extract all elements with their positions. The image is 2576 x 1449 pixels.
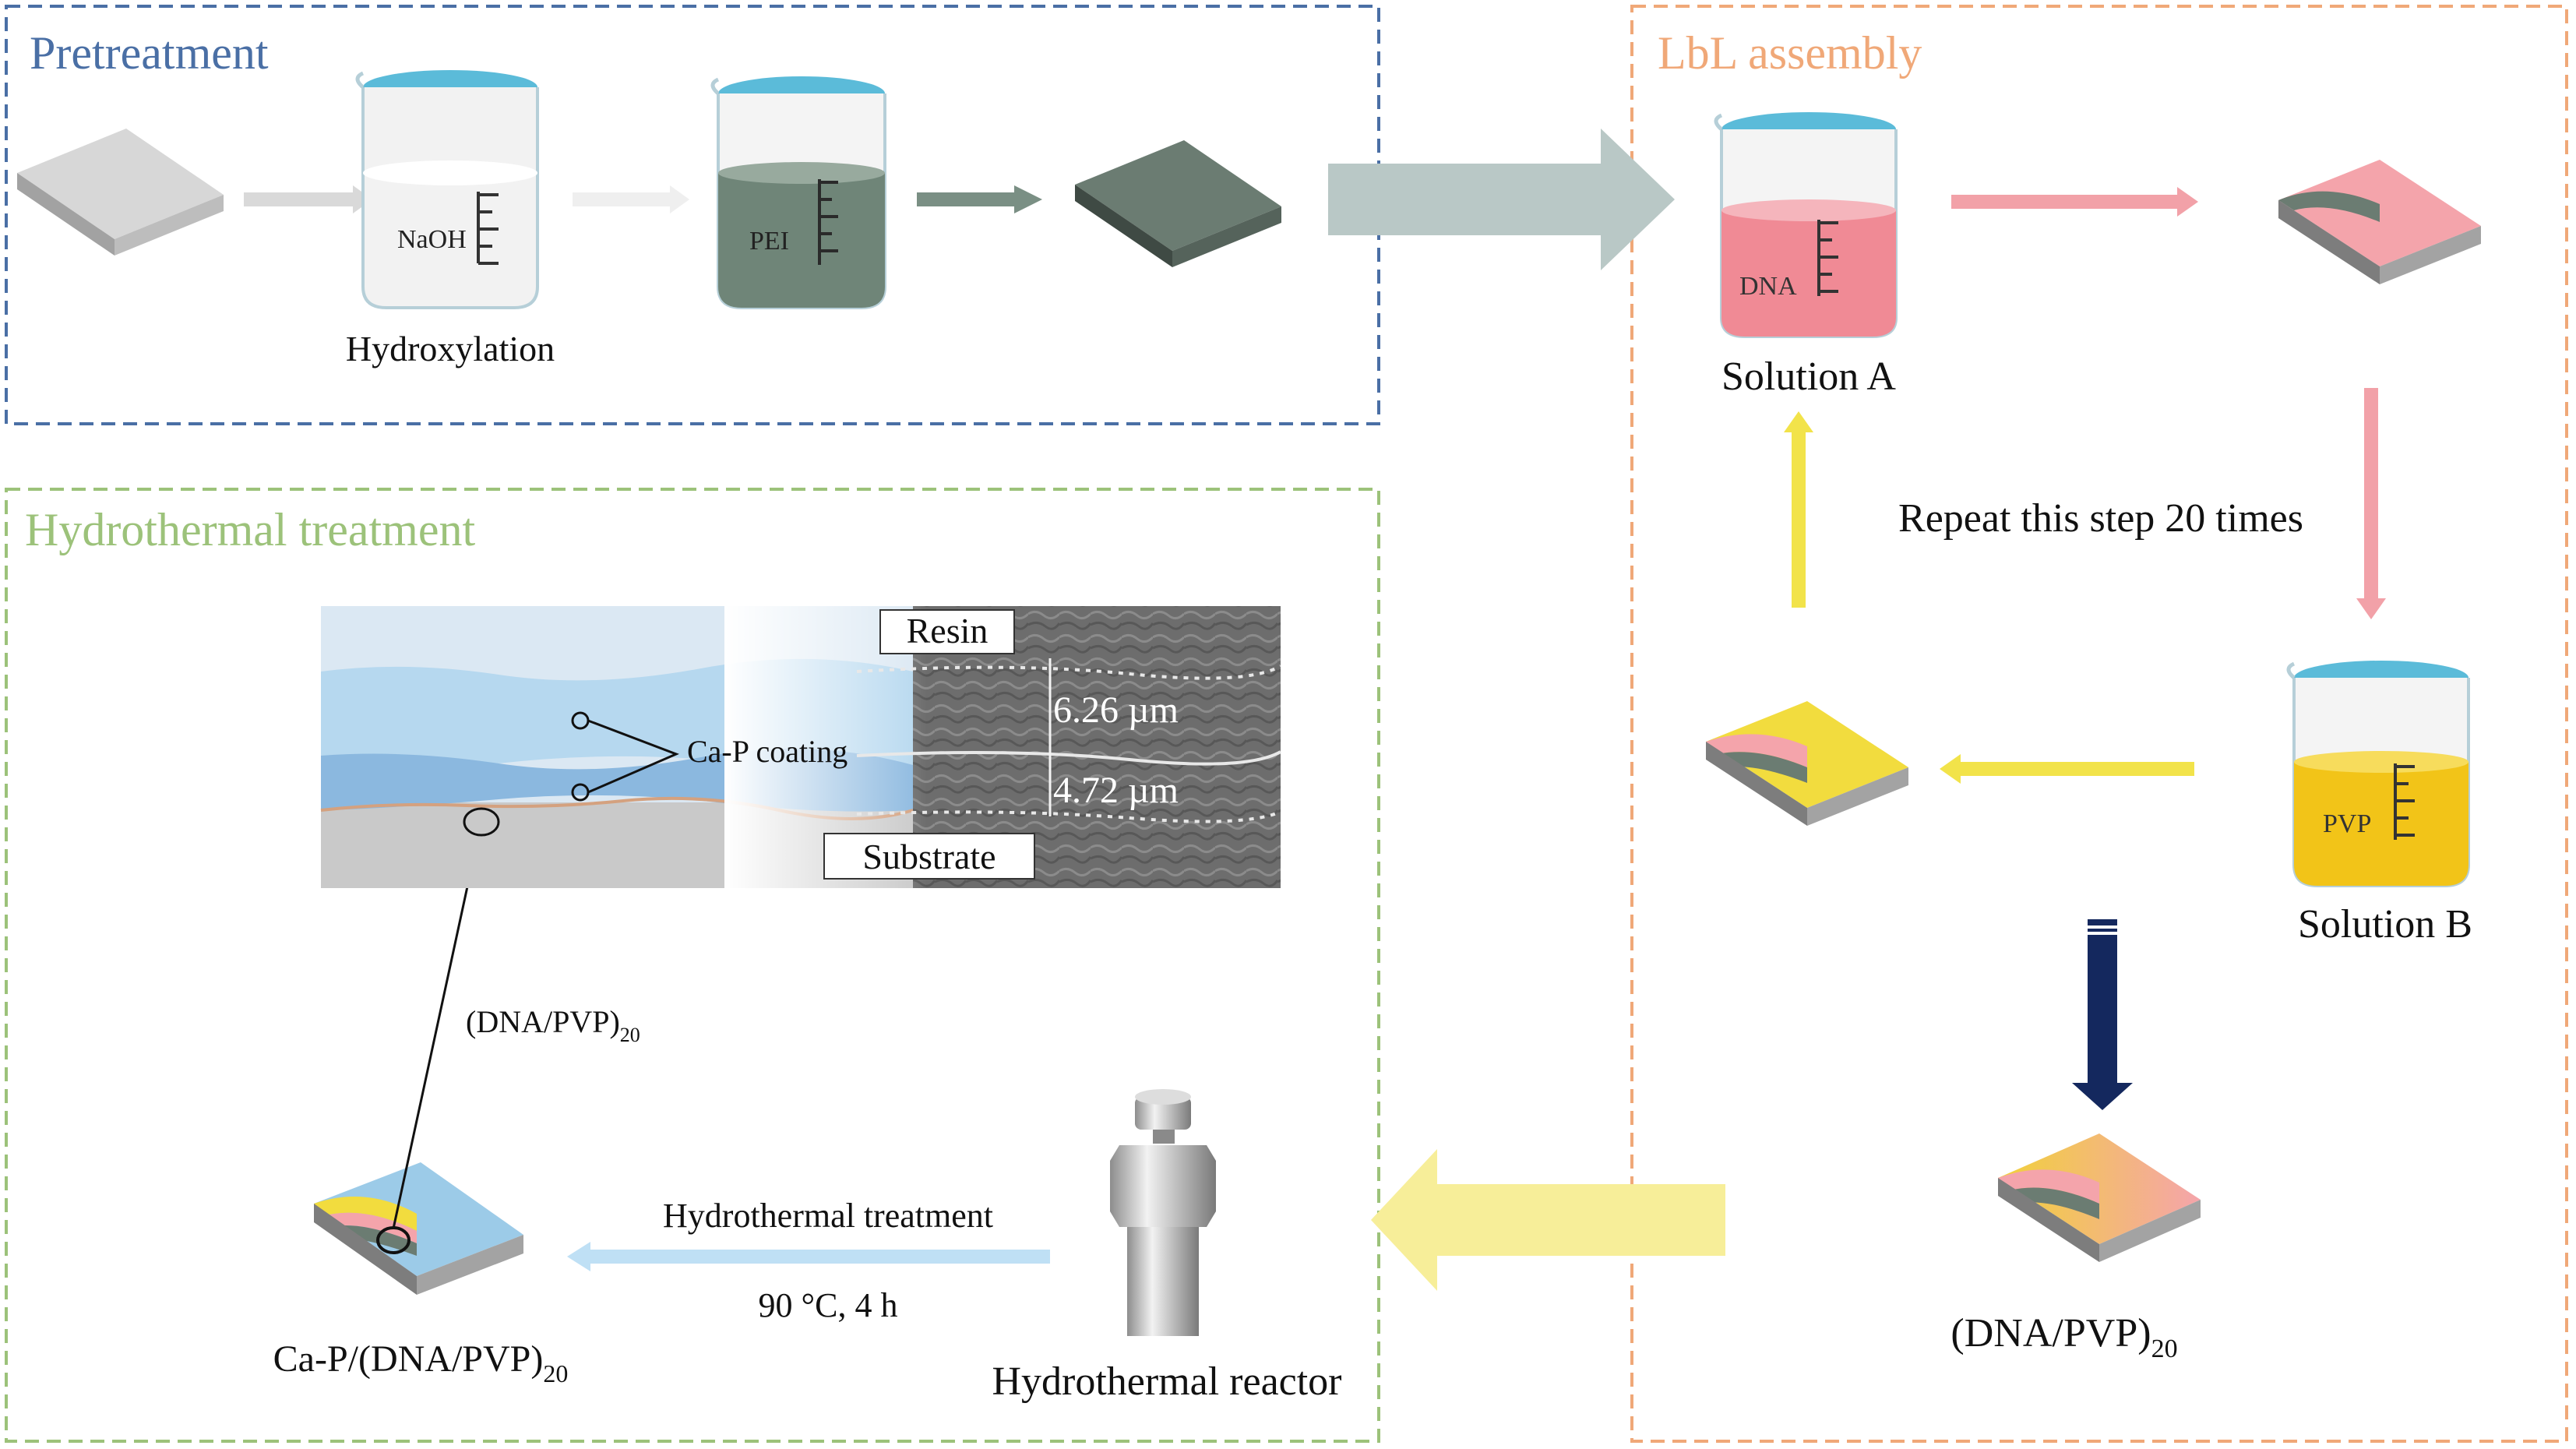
- treatment-label: Hydrothermal treatment: [663, 1197, 993, 1235]
- dna-label: DNA: [1739, 272, 1797, 301]
- hydroxylation-label: Hydroxylation: [346, 329, 555, 368]
- arrow-to-product: [2072, 919, 2133, 1110]
- product-label: (DNA/PVP)20: [1951, 1311, 2177, 1363]
- arrow-lbl-left: [1940, 754, 2194, 784]
- substrate-block-pei: [1075, 140, 1281, 267]
- conditions-label: 90 °C, 4 h: [759, 1286, 898, 1324]
- beaker-naoh: NaOH: [355, 70, 539, 309]
- coating-label: Ca-P coating: [687, 734, 848, 769]
- substrate-label: Substrate: [862, 837, 996, 876]
- repeat-label: Repeat this step 20 times: [1898, 496, 2303, 541]
- arrow-lbl-down: [2356, 388, 2386, 619]
- substrate-block-dna-pvp: [1706, 701, 1908, 826]
- solution-a-label: Solution A: [1721, 354, 1896, 399]
- arrow-lbl-right: [1951, 187, 2198, 217]
- beaker-pei: PEI: [710, 76, 886, 309]
- substrate-block-dna: [2278, 160, 2481, 284]
- naoh-label: NaOH: [397, 225, 467, 254]
- beaker-pvp: PVP: [2286, 661, 2470, 887]
- lbl-title: LbL assembly: [1658, 27, 1922, 79]
- hydrothermal-reactor-icon: [1110, 1089, 1216, 1336]
- svg-text:(DNA/PVP)20: (DNA/PVP)20: [466, 1004, 640, 1046]
- solution-b-label: Solution B: [2298, 902, 2472, 947]
- lbl-panel: [1630, 5, 2568, 1443]
- thickness-outer: 6.26 µm: [1053, 689, 1179, 731]
- arrow-lbl-up: [1784, 411, 1813, 608]
- substrate-block-gray: [17, 129, 224, 256]
- zoom-connector-line: [392, 821, 483, 1229]
- beaker-dna: DNA: [1714, 112, 1898, 338]
- arrow-to-reactor: [1371, 1149, 1725, 1291]
- arrow-to-lbl: [1328, 129, 1675, 270]
- pei-label: PEI: [749, 227, 789, 256]
- substrate-block-final: [314, 1162, 523, 1295]
- hydrothermal-title: Hydrothermal treatment: [25, 504, 475, 555]
- thickness-inner: 4.72 µm: [1053, 770, 1179, 811]
- resin-label: Resin: [907, 611, 988, 650]
- arrow-pre-3: [917, 185, 1042, 213]
- pvp-label: PVP: [2323, 809, 2371, 838]
- final-label: Ca-P/(DNA/PVP)20: [273, 1338, 569, 1387]
- substrate-block-product: [1998, 1133, 2201, 1262]
- svg-text:Ca-P/(DNA/PVP)20: Ca-P/(DNA/PVP)20: [273, 1338, 569, 1387]
- reactor-label: Hydrothermal reactor: [992, 1359, 1341, 1404]
- arrow-pre-2: [573, 185, 689, 213]
- pretreatment-title: Pretreatment: [30, 27, 269, 79]
- layer-label: (DNA/PVP)20: [466, 1004, 640, 1046]
- hydrothermal-panel: [5, 488, 1380, 1443]
- arrow-to-final: [567, 1242, 1050, 1271]
- svg-text:(DNA/PVP)20: (DNA/PVP)20: [1951, 1311, 2177, 1363]
- arrow-pre-1: [244, 185, 372, 213]
- sem-cross-section: Resin Substrate 6.26 µm 4.72 µm Ca-P coa…: [320, 606, 1281, 888]
